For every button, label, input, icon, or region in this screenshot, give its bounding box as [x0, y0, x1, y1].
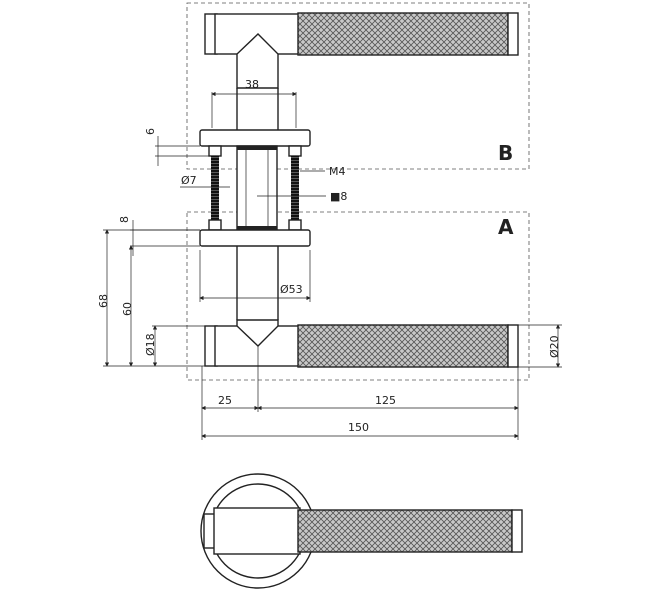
screw-left [211, 156, 219, 220]
knurled-grip-b [297, 12, 509, 56]
knurled-grip-a [297, 324, 509, 368]
screw-right [291, 156, 299, 220]
dim-dia53: Ø53 [280, 283, 303, 296]
section-a-label: A [498, 215, 514, 239]
dim-38: 38 [245, 78, 259, 91]
section-b-frame [186, 2, 530, 170]
dim-68: 68 [97, 294, 110, 308]
dim-dia18: Ø18 [144, 333, 157, 356]
dim-dia20: Ø20 [548, 335, 561, 358]
dim-25: 25 [218, 394, 232, 407]
section-b-label: B [498, 141, 513, 165]
spindle [236, 145, 278, 231]
lower-rose-plate [199, 219, 311, 247]
dim-8: 8 [118, 216, 131, 223]
dim-125: 125 [375, 394, 396, 407]
dim-6: 6 [144, 128, 157, 135]
top-view [200, 473, 523, 589]
dim-spindle: ■8 [330, 190, 347, 203]
dim-150: 150 [348, 421, 369, 434]
dim-dia7: Ø7 [181, 174, 197, 187]
handle-a [204, 246, 519, 368]
dim-m4: M4 [329, 165, 346, 178]
dim-60: 60 [121, 302, 134, 316]
knurled-grip-top [297, 509, 513, 553]
section-a-frame [186, 211, 530, 381]
handle-b [204, 12, 519, 89]
